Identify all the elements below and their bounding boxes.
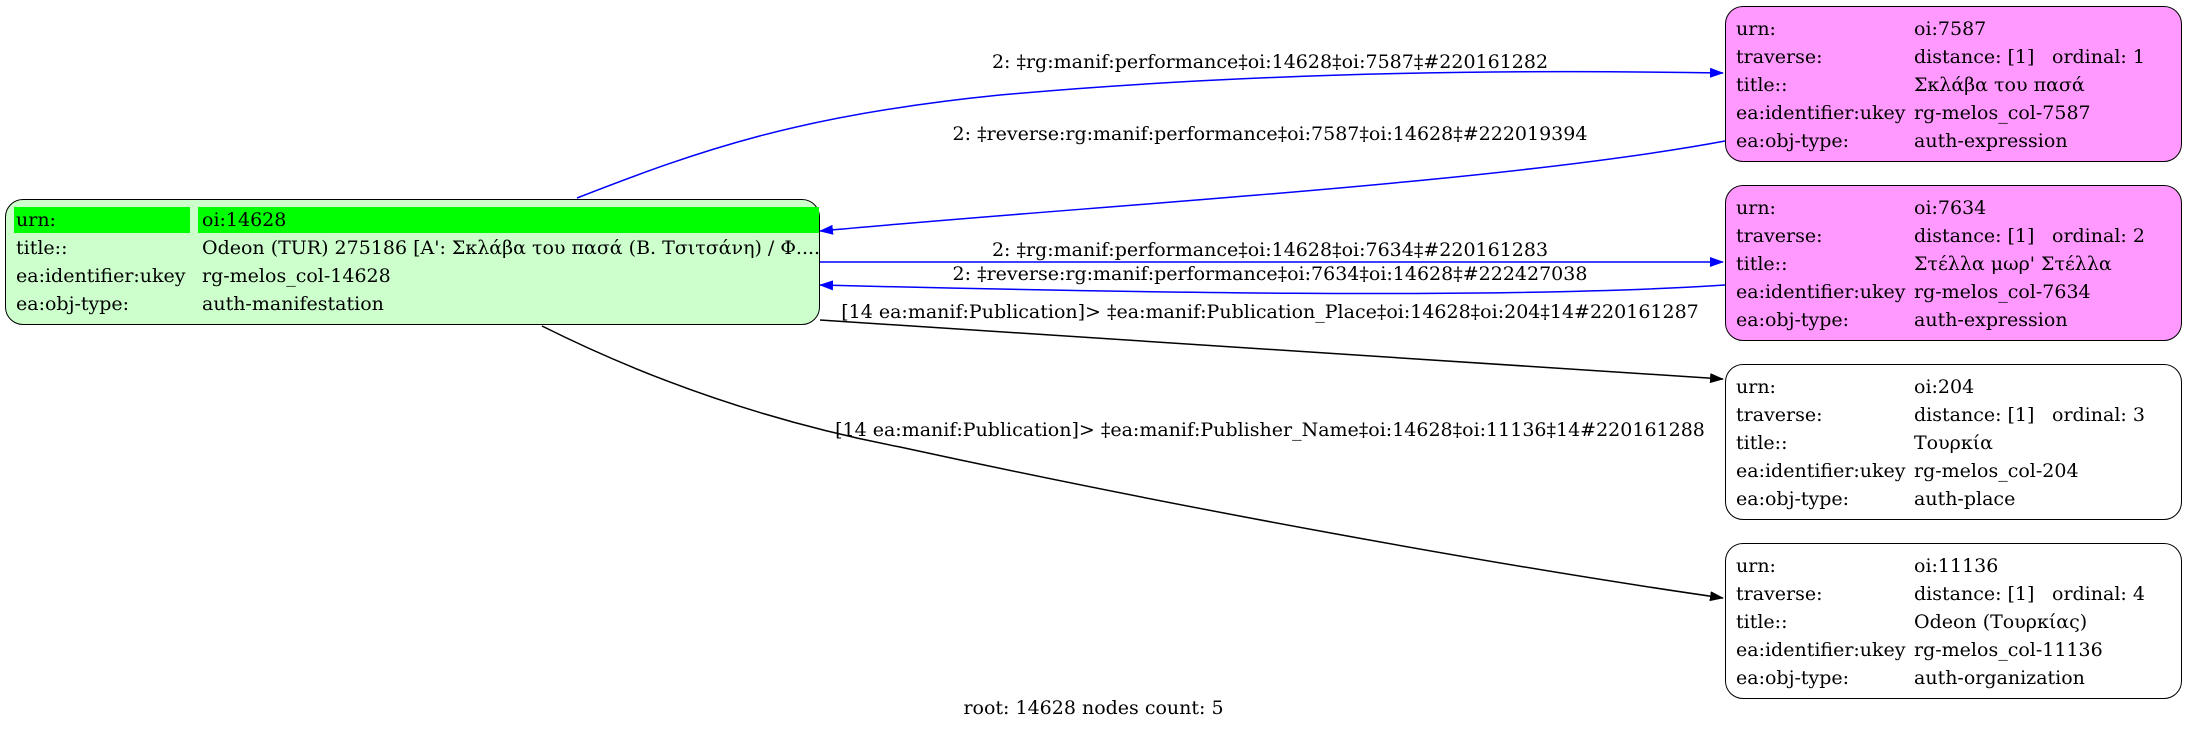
root-urn-row: urn: oi:14628 — [14, 206, 819, 234]
node-type-row: ea:obj-type: auth-place — [1726, 485, 2181, 513]
node-urn: oi:7634 — [1914, 197, 1987, 219]
node-ukey-row: ea:identifier:ukey rg-melos_col-7587 — [1726, 99, 2181, 127]
root-key: urn: — [16, 209, 56, 231]
node-key: urn: — [1736, 18, 1776, 40]
node-distance: distance: [1] — [1914, 404, 2035, 426]
node-title-row: title::Στέλλα μωρ' Στέλλα — [1726, 250, 2181, 278]
node-key: traverse: — [1736, 225, 1823, 247]
node-type-row: ea:obj-type: auth-expression — [1726, 127, 2181, 155]
node-ukey-row: ea:identifier:ukey rg-melos_col-7634 — [1726, 278, 2181, 306]
root-value: oi:14628 — [202, 209, 287, 231]
node-type: auth-place — [1914, 488, 2016, 510]
node-ukey: rg-melos_col-11136 — [1914, 639, 2103, 661]
edge-label-5: [14 ea:manif:Publication]> ‡ea:manif:Pub… — [841, 301, 1699, 323]
node-ukey: rg-melos_col-7587 — [1914, 102, 2091, 124]
node-key: ea:identifier:ukey — [1736, 281, 1906, 303]
node-type-row: ea:obj-type: auth-organization — [1726, 664, 2181, 692]
node-title: Odeon (Τουρκίας) — [1914, 611, 2088, 633]
node-key: ea:identifier:ukey — [1736, 102, 1906, 124]
node-distance: distance: [1] — [1914, 583, 2035, 605]
node-ukey-row: ea:identifier:ukey rg-melos_col-204 — [1726, 457, 2181, 485]
node-urn-row: urn: oi:11136 — [1726, 552, 2181, 580]
root-key: ea:obj-type: — [16, 293, 130, 315]
node-oi-7634[interactable]: urn: oi:7634 traverse: distance: [1] ordina… — [1725, 185, 2182, 341]
node-traverse-row: traverse: distance: [1] ordinal: 2 — [1726, 222, 2181, 250]
node-key: ea:obj-type: — [1736, 309, 1850, 331]
node-oi-204[interactable]: urn: oi:204 traverse: distance: [1] ordinal… — [1725, 364, 2182, 520]
node-urn-row: urn: oi:7634 — [1726, 194, 2181, 222]
root-node[interactable]: urn: oi:14628 title:: Odeon (TUR) 275186… — [5, 199, 820, 325]
node-oi-7587[interactable]: urn: oi:7587 traverse: distance: [1] ordina… — [1725, 6, 2182, 162]
edge-label-6: [14 ea:manif:Publication]> ‡ea:manif:Pub… — [835, 419, 1705, 441]
edge-path-2 — [819, 140, 1726, 235]
root-title-row: title:: Odeon (TUR) 275186 [A': Σκλάβα τ… — [14, 234, 820, 262]
node-type: auth-expression — [1914, 130, 2068, 152]
node-ordinal: ordinal: 3 — [2052, 404, 2145, 426]
node-ukey-row: ea:identifier:ukey rg-melos_col-11136 — [1726, 636, 2181, 664]
node-key: urn: — [1736, 555, 1776, 577]
node-title-row: title::Σκλάβα του πασά — [1726, 71, 2181, 99]
node-distance: distance: [1] — [1914, 46, 2035, 68]
node-traverse-row: traverse: distance: [1] ordinal: 4 — [1726, 580, 2181, 608]
root-key: ea:identifier:ukey — [16, 265, 186, 287]
edge-path-4 — [819, 280, 1726, 295]
edge-label-4: 2: ‡reverse:rg:manif:performance‡oi:7634… — [953, 263, 1588, 285]
node-traverse-row: traverse: distance: [1] ordinal: 3 — [1726, 401, 2181, 429]
root-value: rg-melos_col-14628 — [202, 265, 391, 287]
edge-path-1 — [576, 67, 1724, 199]
node-key: traverse: — [1736, 583, 1823, 605]
node-urn: oi:11136 — [1914, 555, 1999, 577]
highlight-value-cell — [198, 207, 819, 233]
edge-path-6 — [541, 325, 1724, 602]
node-ordinal: ordinal: 2 — [2052, 225, 2145, 247]
node-urn: oi:7587 — [1914, 18, 1987, 40]
node-key: ea:identifier:ukey — [1736, 460, 1906, 482]
node-key: ea:obj-type: — [1736, 667, 1850, 689]
node-title: Τουρκία — [1914, 432, 1993, 454]
node-key: ea:identifier:ukey — [1736, 639, 1906, 661]
node-key: title:: — [1736, 253, 1788, 275]
node-distance: distance: [1] — [1914, 225, 2035, 247]
node-ordinal: ordinal: 1 — [2052, 46, 2145, 68]
node-ukey: rg-melos_col-7634 — [1914, 281, 2091, 303]
root-value: Odeon (TUR) 275186 [A': Σκλάβα του πασά … — [202, 237, 821, 259]
node-oi-11136[interactable]: urn: oi:11136 traverse: distance: [1] ordin… — [1725, 543, 2182, 699]
node-ukey: rg-melos_col-204 — [1914, 460, 2079, 482]
node-key: urn: — [1736, 197, 1776, 219]
node-key: traverse: — [1736, 46, 1823, 68]
root-type-row: ea:obj-type: auth-manifestation — [14, 290, 811, 318]
node-key: title:: — [1736, 432, 1788, 454]
node-title-row: title::Τουρκία — [1726, 429, 2181, 457]
node-title: Σκλάβα του πασά — [1914, 74, 2085, 96]
root-value: auth-manifestation — [202, 293, 384, 315]
node-ordinal: ordinal: 4 — [2052, 583, 2145, 605]
node-title: Στέλλα μωρ' Στέλλα — [1914, 253, 2112, 275]
node-traverse-row: traverse: distance: [1] ordinal: 1 — [1726, 43, 2181, 71]
node-key: ea:obj-type: — [1736, 488, 1850, 510]
node-title-row: title::Odeon (Τουρκίας) — [1726, 608, 2181, 636]
node-urn-row: urn: oi:7587 — [1726, 15, 2181, 43]
edge-label-3: 2: ‡rg:manif:performance‡oi:14628‡oi:763… — [992, 239, 1548, 261]
edge-label-2: 2: ‡reverse:rg:manif:performance‡oi:7587… — [953, 123, 1588, 145]
node-key: title:: — [1736, 74, 1788, 96]
node-type: auth-expression — [1914, 309, 2068, 331]
node-key: ea:obj-type: — [1736, 130, 1850, 152]
node-type: auth-organization — [1914, 667, 2085, 689]
graph-footer: root: 14628 nodes count: 5 — [963, 697, 1224, 719]
highlight-key-cell — [14, 207, 190, 233]
node-type-row: ea:obj-type: auth-expression — [1726, 306, 2181, 334]
node-key: title:: — [1736, 611, 1788, 633]
edge-path-5 — [819, 319, 1724, 384]
root-ukey-row: ea:identifier:ukey rg-melos_col-14628 — [14, 262, 811, 290]
node-urn-row: urn: oi:204 — [1726, 373, 2181, 401]
node-key: traverse: — [1736, 404, 1823, 426]
edge-label-1: 2: ‡rg:manif:performance‡oi:14628‡oi:758… — [992, 51, 1548, 73]
root-key: title:: — [16, 237, 68, 259]
node-urn: oi:204 — [1914, 376, 1975, 398]
node-key: urn: — [1736, 376, 1776, 398]
